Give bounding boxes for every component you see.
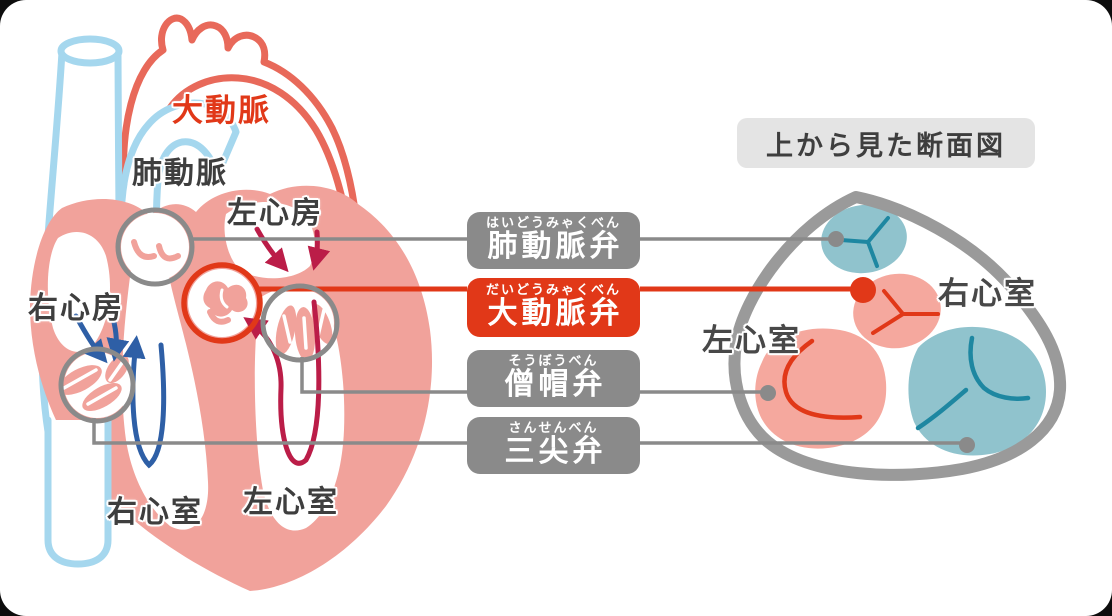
label-aorta: 大動脈: [172, 93, 271, 128]
label-right-atrium: 右心房: [28, 292, 124, 325]
mitral-valve-muscles: [275, 304, 333, 361]
right-atrium-cavity: [47, 232, 110, 352]
valve-box-pulmonary-name: 肺動脈弁: [487, 230, 624, 264]
aortic-valve-cusps: [203, 281, 248, 325]
crimson-flow-arrows: [243, 226, 331, 466]
cross-section-title: 上から見た断面図: [737, 118, 1035, 168]
tricuspid-valve-section: [908, 326, 1046, 456]
valve-box-tricuspid-name: 三尖弁: [504, 435, 607, 469]
valve-box-tricuspid: さんせんべん 三尖弁: [467, 417, 640, 474]
mitral-valve-circle: [260, 283, 340, 363]
valve-box-aortic-furigana: だいどうみゃくべん: [485, 282, 621, 298]
mitral-valve-section-line: [782, 338, 863, 420]
valve-box-pulmonary: はいどうみゃくべん 肺動脈弁: [467, 212, 640, 269]
label-right-ventricle-section: 右心室: [938, 276, 1037, 311]
valve-box-pulmonary-furigana: はいどうみゃくべん: [485, 215, 621, 231]
aortic-valve-dot: [850, 277, 876, 303]
aorta-shape: [119, 14, 383, 255]
valve-box-mitral: そうぼうべん 僧帽弁: [467, 350, 640, 407]
connector-mitral-valve: [300, 357, 768, 394]
aortic-valve-circle: [181, 262, 263, 344]
pulmonary-valve-cusps: [131, 239, 181, 262]
label-pulmonary-artery: 肺動脈: [132, 157, 228, 190]
valve-box-mitral-name: 僧帽弁: [504, 368, 607, 402]
valve-box-tricuspid-furigana: さんせんべん: [508, 420, 599, 436]
mitral-valve-dot: [760, 385, 776, 401]
aortic-valve-section-lines: [871, 289, 940, 335]
tricuspid-valve-section-lines: [915, 335, 1031, 431]
valve-box-aortic: だいどうみゃくべん 大動脈弁: [467, 278, 640, 337]
cross-section-illustration: [728, 191, 1067, 481]
tricuspid-valve-circle: [58, 346, 136, 424]
cross-section-title-text: 上から見た断面図: [766, 130, 1006, 161]
cross-section-outline: [728, 191, 1067, 481]
connector-tricuspid-valve: [92, 418, 967, 445]
pulmonary-valve-pad: [121, 213, 189, 281]
tricuspid-valve-dot: [959, 437, 975, 453]
valve-box-aortic-name: 大動脈弁: [487, 297, 624, 331]
pulmonary-valve-dot: [828, 231, 844, 247]
superior-vena-cava-opening: [57, 35, 123, 67]
pulmonary-valve-section-lines: [839, 216, 890, 268]
label-left-ventricle-section: 左心室: [702, 323, 801, 358]
valve-box-mitral-furigana: そうぼうべん: [508, 353, 599, 369]
label-left-atrium: 左心房: [227, 197, 323, 230]
inferior-vena-cava: [44, 416, 112, 568]
label-right-ventricle-front: 右心室: [107, 496, 203, 529]
label-left-ventricle-front: 左心室: [243, 486, 339, 519]
pulmonary-valve-circle: [115, 207, 195, 287]
